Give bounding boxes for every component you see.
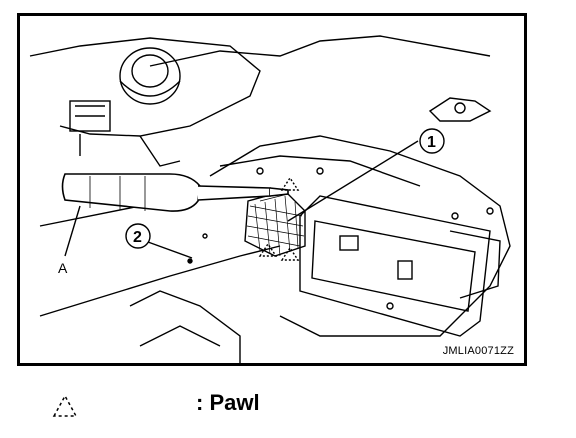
pawl-marker-3 [280,176,300,191]
left-bracket [69,100,111,132]
lower-bracket-outline [129,290,241,363]
audio-unit-face [311,220,476,312]
screw-dot-7 [386,302,394,310]
screw-dot-6 [486,207,494,215]
figure-code: JMLIA0071ZZ [442,345,514,357]
legend: : Pawl [0,378,576,438]
diagram-frame: 1 2 A JMLIA0071ZZ [17,13,527,366]
shift-knob [119,47,181,105]
center-panel-ridge [219,155,421,187]
console-lower-outline [79,134,181,167]
leader-line-1 [287,140,419,222]
pawl-clip-region [244,190,306,257]
audio-unit-chip-2 [397,260,413,280]
callout-label-1: 1 [427,134,436,151]
left-bracket-detail [75,105,105,117]
callout-circle-1 [419,128,445,154]
screw-dot-3 [256,167,264,175]
console-upper-outline [29,37,261,137]
pawl-marker-1 [258,242,278,257]
screw-dot-4 [316,167,324,175]
screw-dot-5 [451,212,459,220]
floor-line-2 [39,245,281,317]
callout-label-a: A [58,260,68,276]
shift-boot [119,80,181,97]
component-illustration: 1 2 A [29,35,511,363]
audio-unit-side-bracket [449,230,501,299]
lower-bracket-detail [139,325,221,347]
screwdriver [61,173,289,212]
pawl-marker-2 [280,246,300,261]
upper-right-clip [428,97,492,122]
callout-circle-2 [125,223,151,249]
shift-knob-top [131,54,169,88]
dashed-triangle-icon [52,394,78,417]
center-panel-outline [209,135,511,337]
audio-unit-body [299,195,491,337]
leader-line-2 [147,241,193,259]
leader-line-a [64,205,81,257]
legend-label: : Pawl [196,390,260,415]
screw-dot-1 [187,258,193,264]
audio-unit-chip-1 [339,235,359,251]
callout-label-2: 2 [133,229,142,246]
screw-dot-2 [202,233,208,239]
upper-right-clip-hole [454,102,466,114]
dashboard-edge-line [149,35,491,67]
